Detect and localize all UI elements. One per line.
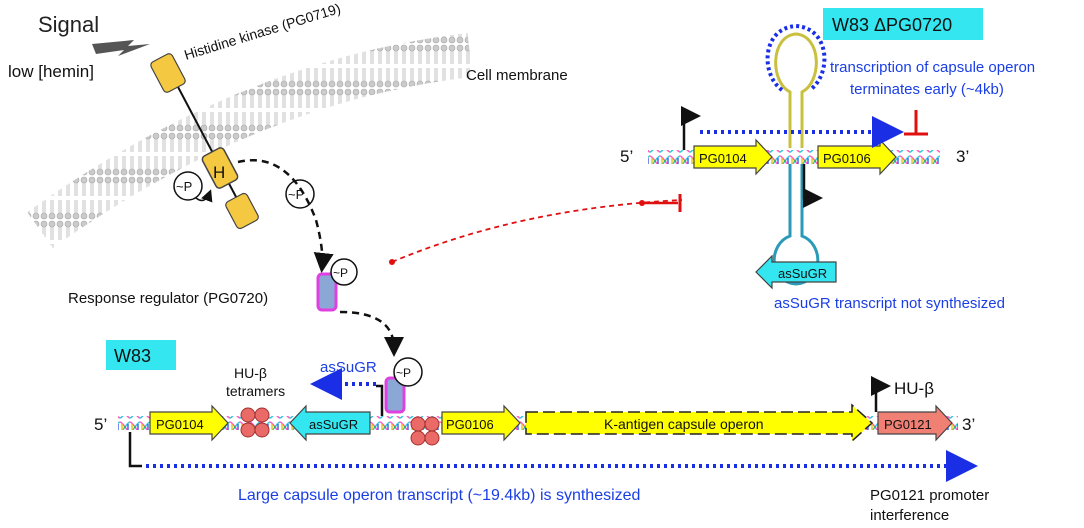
svg-text:asSuGR: asSuGR: [778, 266, 827, 281]
assugr-not-synth-text: asSuGR transcript not synthesized: [774, 295, 1005, 312]
gene-assugr-bottom: asSuGR: [289, 404, 371, 442]
svg-text:~P: ~P: [288, 187, 304, 202]
promoter-arrow-bottom-left: [128, 432, 142, 468]
large-transcript-text: Large capsule operon transcript (~19.4kb…: [238, 487, 640, 504]
hu-beta-tetramer-2: [410, 416, 440, 446]
w83-box: W83: [106, 340, 176, 370]
svg-text:W83 ΔPG0720: W83 ΔPG0720: [832, 15, 952, 35]
gene-assugr-top: asSuGR: [755, 254, 837, 290]
five-prime-top: 5’: [620, 147, 633, 166]
gene-pg0106-top: PG0106: [817, 138, 897, 176]
terminator-hairpin: [765, 23, 827, 286]
terminates-early-text-1: transcription of capsule operon: [830, 59, 1035, 76]
gene-k-antigen-operon: K-antigen capsule operon: [525, 403, 874, 443]
phospho-transfer-arrow: [237, 159, 334, 273]
phospho-circle-kinase: ~P: [173, 171, 203, 201]
five-prime-bottom: 5’: [94, 415, 107, 434]
hu-beta-label-right: HU-β: [894, 379, 934, 398]
svg-text:PG0106: PG0106: [823, 151, 871, 166]
response-regulator-bound: ~P: [384, 357, 423, 414]
gene-pg0104-top: PG0104: [693, 138, 773, 176]
histidine-kinase-label: Histidine kinase (PG0719): [182, 0, 342, 63]
low-hemin-label: low [hemin]: [8, 62, 94, 81]
svg-text:~P: ~P: [176, 179, 192, 194]
three-prime-bottom: 3’: [962, 415, 975, 434]
hu-beta-tetramers-2: tetramers: [226, 383, 285, 399]
svg-text:W83: W83: [114, 346, 151, 366]
svg-text:PG0121: PG0121: [884, 417, 932, 432]
svg-text:~P: ~P: [396, 366, 411, 380]
assugr-label-blue: asSuGR: [320, 359, 377, 376]
signal-label: Signal: [38, 12, 99, 37]
promoter-arrow-assugr-top: [802, 164, 823, 208]
pg0121-interference-1: PG0121 promoter: [870, 487, 989, 504]
promoter-arrow-assugr-bottom: [376, 384, 384, 416]
svg-text:asSuGR: asSuGR: [309, 417, 358, 432]
gene-pg0121: PG0121: [877, 404, 953, 442]
three-prime-top: 3’: [956, 147, 969, 166]
cell-membrane: [27, 33, 473, 248]
svg-text:~P: ~P: [333, 266, 348, 280]
promoter-arrow-pg0121: [871, 376, 891, 412]
promoter-arrow-top: [681, 106, 701, 150]
cell-membrane-label: Cell membrane: [466, 67, 568, 84]
pg0121-interference-2: interference: [870, 507, 949, 524]
h-domain-label: H: [213, 163, 225, 182]
rr-binding-arrow: [339, 310, 404, 357]
svg-text:PG0104: PG0104: [156, 417, 204, 432]
response-regulator-label: Response regulator (PG0720): [68, 290, 268, 307]
svg-text:PG0104: PG0104: [699, 151, 747, 166]
histidine-kinase: [150, 53, 259, 230]
response-regulator: ~P: [316, 258, 358, 312]
hu-beta-tetramers-1: HU-β: [234, 365, 267, 381]
hu-beta-tetramer-1: [240, 407, 270, 438]
terminates-early-text-2: terminates early (~4kb): [850, 81, 1004, 98]
inhibition-line: [389, 194, 683, 265]
lightning-icon: [92, 40, 150, 56]
gene-pg0106-bottom: PG0106: [441, 404, 521, 442]
gene-pg0104-bottom: PG0104: [149, 404, 229, 442]
terminator-block-icon: [904, 110, 928, 136]
svg-text:PG0106: PG0106: [446, 417, 494, 432]
svg-text:K-antigen capsule operon: K-antigen capsule operon: [604, 416, 764, 432]
w83-mutant-box: W83 ΔPG0720: [823, 8, 983, 40]
